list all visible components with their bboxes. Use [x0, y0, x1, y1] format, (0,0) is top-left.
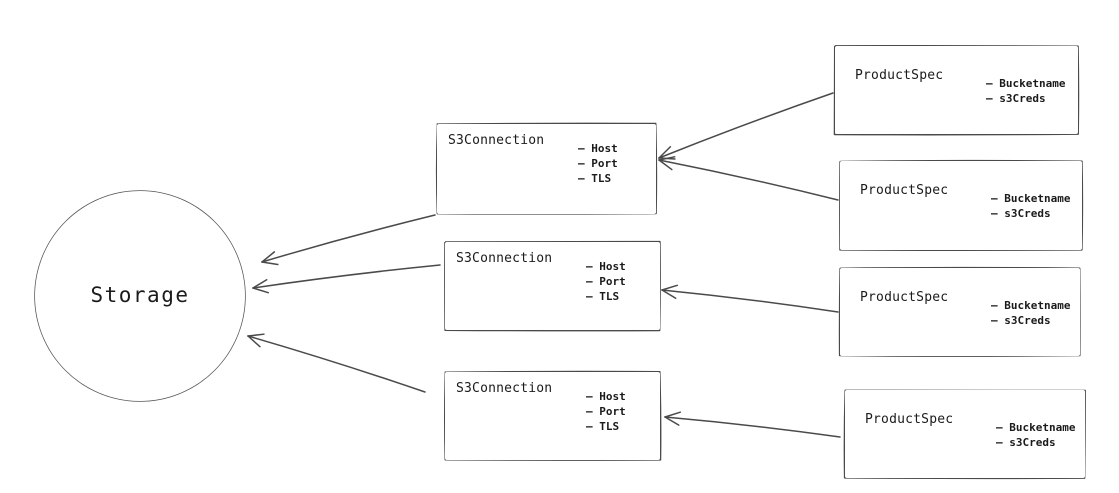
productspec-attr-row: – s3Creds [991, 313, 1070, 328]
s3connection-attr-row: – Port [578, 156, 618, 171]
s3connection-title-1: S3Connection [448, 133, 544, 148]
productspec-attr-row: – s3Creds [996, 435, 1075, 450]
arrow-conn1-to-storage [262, 215, 435, 264]
arrow-conn3-to-storage [248, 334, 425, 392]
productspec-attr-row: – Bucketname [996, 420, 1075, 435]
s3connection-title-3: S3Connection [456, 381, 552, 396]
productspec-attr-row: – s3Creds [991, 206, 1070, 221]
productspec-attr-row: – s3Creds [986, 91, 1065, 106]
productspec-attr-row: – Bucketname [991, 298, 1070, 313]
s3connection-attr-row: – Host [586, 389, 626, 404]
s3connection-attrs-1: – Host– Port– TLS [578, 141, 618, 186]
s3connection-title-2: S3Connection [456, 251, 552, 266]
productspec-attr-row: – Bucketname [986, 76, 1065, 91]
arrow-spec2-to-conn1 [659, 157, 838, 200]
s3connection-attr-row: – TLS [586, 419, 626, 434]
productspec-attrs-2: – Bucketname– s3Creds [991, 191, 1070, 221]
productspec-attrs-3: – Bucketname– s3Creds [991, 298, 1070, 328]
arrow-spec4-to-conn3 [665, 412, 840, 437]
s3connection-attr-row: – Host [578, 141, 618, 156]
storage-label: Storage [35, 283, 245, 307]
s3connection-attr-row: – TLS [578, 171, 618, 186]
productspec-title-3: ProductSpec [860, 290, 948, 305]
productspec-attrs-4: – Bucketname– s3Creds [996, 420, 1075, 450]
s3connection-attrs-3: – Host– Port– TLS [586, 389, 626, 434]
arrow-conn2-to-storage [253, 265, 440, 293]
s3connection-attr-row: – Port [586, 404, 626, 419]
productspec-title-2: ProductSpec [860, 183, 948, 198]
productspec-title-1: ProductSpec [855, 68, 943, 83]
productspec-attr-row: – Bucketname [991, 191, 1070, 206]
s3connection-attrs-2: – Host– Port– TLS [586, 259, 626, 304]
productspec-title-4: ProductSpec [865, 412, 953, 427]
arrow-spec1-to-conn1 [659, 93, 833, 159]
s3connection-attr-row: – Host [586, 259, 626, 274]
s3connection-attr-row: – TLS [586, 289, 626, 304]
arrow-spec3-to-conn2 [662, 285, 838, 312]
productspec-attrs-1: – Bucketname– s3Creds [986, 76, 1065, 106]
s3connection-attr-row: – Port [586, 274, 626, 289]
